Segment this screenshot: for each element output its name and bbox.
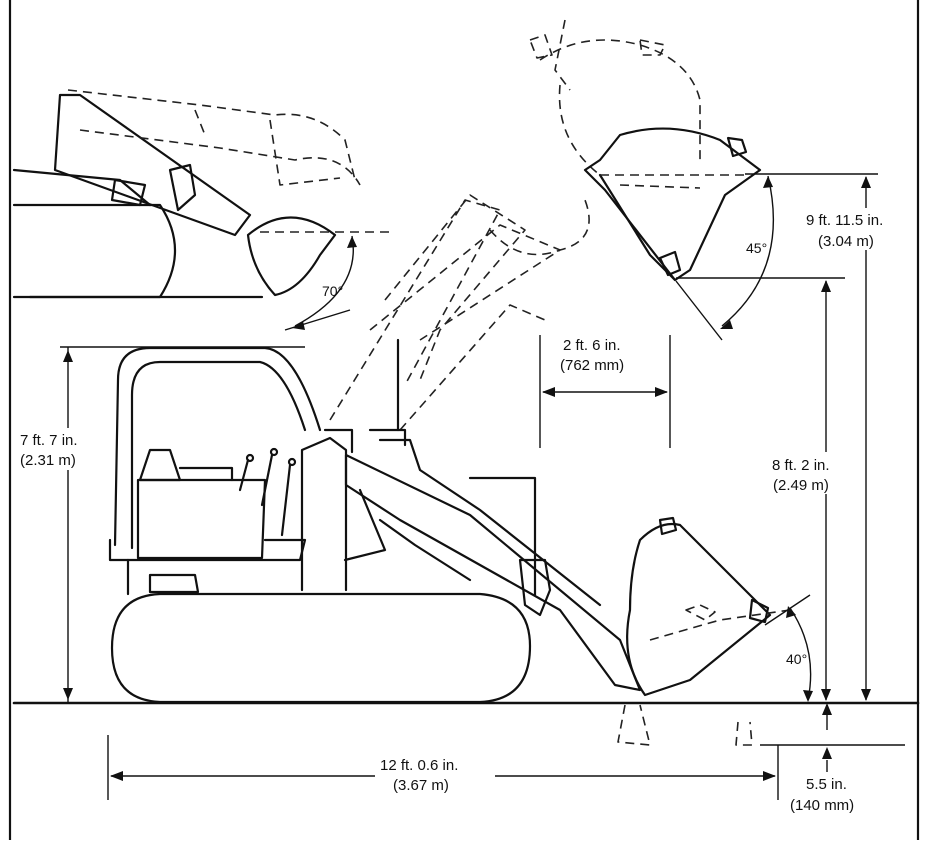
hinge-pin-height-dimension: 9 ft. 11.5 in. (3.04 m) — [745, 173, 900, 701]
dump-clearance-metric: (2.49 m) — [773, 477, 829, 494]
cab-height-imperial: 7 ft. 7 in. — [20, 432, 78, 449]
dump-angle: 45° — [720, 175, 774, 329]
overall-length-metric: (3.67 m) — [393, 777, 449, 794]
overall-length-imperial: 12 ft. 0.6 in. — [380, 757, 458, 774]
cab-height-dimension: 7 ft. 7 in. (2.31 m) — [18, 346, 305, 703]
reach-metric: (762 mm) — [560, 357, 624, 374]
reach-dimension: 2 ft. 6 in. (762 mm) — [539, 335, 671, 448]
dump-clearance-imperial: 8 ft. 2 in. — [772, 457, 830, 474]
main-loader-body — [108, 338, 642, 704]
carry-rollback-angle: 70° — [292, 235, 357, 330]
ground-position-bucket — [617, 516, 811, 746]
digging-depth-imperial: 5.5 in. — [806, 776, 847, 793]
hinge-pin-height-metric: (3.04 m) — [818, 233, 874, 250]
digging-depth-metric: (140 mm) — [790, 797, 854, 814]
carry-rollback-angle-label: 70° — [322, 283, 343, 299]
diagram-frame — [8, 0, 920, 842]
ground-rollback-angle: 40° — [786, 606, 813, 702]
digging-depth-dimension: 5.5 in. (140 mm) — [760, 703, 905, 814]
raised-lift-arm-phantom — [329, 19, 701, 431]
dump-clearance-dimension: 8 ft. 2 in. (2.49 m) — [676, 277, 860, 701]
dump-angle-label: 45° — [746, 240, 767, 256]
cab-height-metric: (2.31 m) — [20, 452, 76, 469]
dump-position-bucket — [583, 127, 762, 341]
ground-rollback-angle-label: 40° — [786, 651, 807, 667]
hinge-pin-height-imperial: 9 ft. 11.5 in. — [806, 212, 883, 229]
overall-length-dimension: 12 ft. 0.6 in. (3.67 m) — [107, 735, 779, 800]
reach-imperial: 2 ft. 6 in. — [563, 337, 621, 354]
